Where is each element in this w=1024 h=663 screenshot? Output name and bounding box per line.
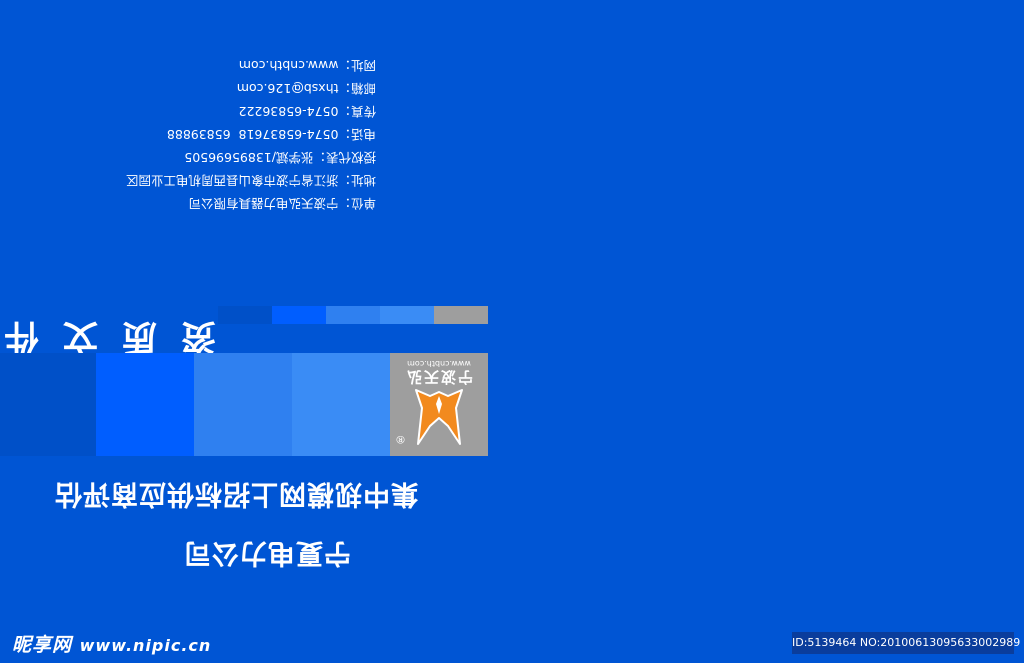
contact-value: thxsb@126.com: [236, 81, 339, 96]
contact-label: 电话：: [338, 127, 376, 142]
contact-value: www.cnbth.com: [238, 58, 339, 73]
registered-mark: ®: [395, 433, 406, 446]
contact-line-fax: 传真：0574-65836222: [16, 100, 376, 123]
contact-label: 传真：: [338, 104, 376, 119]
tianhong-logo-icon: [415, 389, 463, 445]
strip-dark: [218, 306, 272, 324]
main-heading: 集中规模网上招标供应商评估: [54, 478, 418, 509]
contact-label: 网址：: [338, 58, 376, 73]
watermark-cn: 昵享网: [12, 634, 73, 656]
contact-line-phone: 电话：0574-65837618 65839888: [16, 123, 376, 146]
contact-label: 地址：: [338, 173, 376, 188]
sub-heading: 宁夏电力公司: [183, 537, 351, 568]
logo-name: 宁波天弘: [405, 368, 474, 386]
contact-line-website: 网址：www.cnbth.com: [16, 54, 376, 77]
watermark: 昵享网 www.nipic.cn: [12, 630, 211, 657]
strip-grey: [434, 306, 488, 324]
band-light: [292, 353, 390, 456]
contact-value: 浙江省宁波市象山县西周机电工业园区: [125, 173, 339, 188]
band-dark: [0, 353, 96, 456]
contact-line-address: 地址：浙江省宁波市象山县西周机电工业园区: [16, 169, 376, 192]
contact-line-company: 单位：宁波天弘电力器具有限公司: [16, 192, 376, 215]
image-id-bar: ID:5139464 NO:20100613095633002989: [792, 632, 1020, 654]
band-blue: [96, 353, 194, 456]
contact-line-representative: 授权代表：张学斌/13895696505: [16, 146, 376, 169]
watermark-en: www.nipic.cn: [79, 636, 212, 655]
contact-value: 张学斌/13895696505: [184, 150, 314, 165]
contact-label: 单位：: [338, 196, 376, 211]
logo-url: www.cnbth.com: [407, 359, 471, 368]
contact-value: 宁波天弘电力器具有限公司: [188, 196, 339, 211]
contact-block: 单位：宁波天弘电力器具有限公司 地址：浙江省宁波市象山县西周机电工业园区 授权代…: [16, 54, 376, 215]
contact-label: 授权代表：: [313, 150, 376, 165]
strip-light: [380, 306, 434, 324]
contact-label: 邮箱：: [338, 81, 376, 96]
contact-value: 0574-65837618 65839888: [166, 127, 339, 142]
logo-block: ® 宁波天弘 www.cnbth.com: [390, 353, 488, 456]
contact-line-email: 邮箱：thxsb@126.com: [16, 77, 376, 100]
contact-value: 0574-65836222: [238, 104, 339, 119]
color-band: [0, 353, 1024, 456]
strip-blue: [272, 306, 326, 324]
color-strip: [218, 306, 488, 324]
band-mid: [194, 353, 292, 456]
strip-mid: [326, 306, 380, 324]
